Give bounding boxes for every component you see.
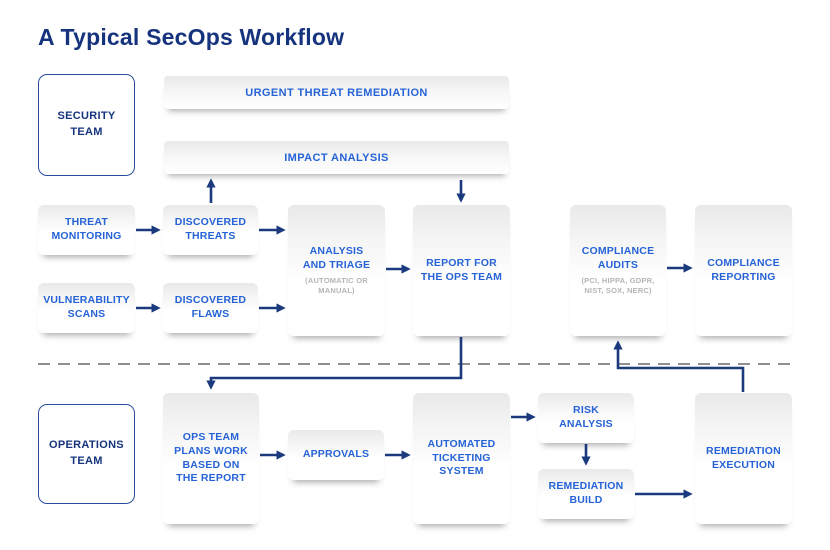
urgent-threat-remediation-bar: URGENT THREAT REMEDIATION — [164, 76, 509, 109]
node-discovered-threats: DISCOVERED THREATS — [163, 205, 258, 255]
node-compliance-audits: COMPLIANCE AUDITS (PCI, HIPPA, GDPR, NIS… — [570, 205, 666, 336]
risk-analysis-label: RISK ANALYSIS — [559, 404, 613, 430]
analysis-and-triage-label: ANALYSIS AND TRIAGE — [302, 245, 371, 271]
approvals-label: APPROVALS — [302, 448, 370, 461]
remediation-execution-label: REMEDIATION EXECUTION — [706, 444, 781, 471]
node-discovered-flaws: DISCOVERED FLAWS — [163, 283, 258, 333]
node-report-for-ops-team: REPORT FOR THE OPS TEAM — [413, 205, 510, 336]
node-remediation-execution: REMEDIATION EXECUTION — [695, 393, 792, 524]
node-approvals: APPROVALS — [288, 430, 384, 480]
node-ops-team-plans-work: OPS TEAM PLANS WORK BASED ON THE REPORT — [163, 393, 259, 524]
arrow-report-to-ops-plans — [206, 337, 463, 390]
arrow-remediation-execution-to-compliance-audits — [613, 340, 745, 392]
remediation-build-label: REMEDIATION BUILD — [548, 480, 624, 506]
compliance-audits-subtext: (PCI, HIPPA, GDPR, NIST, SOX, NERC) — [581, 275, 655, 295]
page-title: A Typical SecOps Workflow — [38, 24, 345, 50]
node-automated-ticketing-system: AUTOMATED TICKETING SYSTEM — [413, 393, 510, 524]
node-vulnerability-scans: VULNERABILITY SCANS — [38, 283, 135, 333]
node-risk-analysis: RISK ANALYSIS — [538, 393, 634, 443]
node-analysis-and-triage: ANALYSIS AND TRIAGE (AUTOMATIC OR MANUAL… — [288, 205, 385, 336]
operations-team-label: OPERATIONS TEAM — [49, 439, 124, 467]
node-remediation-build: REMEDIATION BUILD — [538, 469, 634, 519]
security-team-label: SECURITY TEAM — [57, 110, 116, 138]
report-for-ops-team-label: REPORT FOR THE OPS TEAM — [420, 256, 503, 283]
threat-monitoring-label: THREAT MONITORING — [51, 216, 122, 242]
node-threat-monitoring: THREAT MONITORING — [38, 205, 135, 255]
impact-analysis-label: IMPACT ANALYSIS — [284, 151, 389, 164]
impact-analysis-bar: IMPACT ANALYSIS — [164, 141, 509, 174]
security-team-box: SECURITY TEAM — [38, 74, 135, 176]
compliance-audits-label: COMPLIANCE AUDITS — [581, 245, 655, 271]
discovered-threats-label: DISCOVERED THREATS — [174, 216, 247, 242]
automated-ticketing-system-label: AUTOMATED TICKETING SYSTEM — [427, 437, 496, 478]
compliance-reporting-label: COMPLIANCE REPORTING — [707, 256, 780, 283]
team-lane-divider — [38, 363, 792, 365]
analysis-and-triage-subtext: (AUTOMATIC OR MANUAL) — [305, 275, 368, 295]
ops-team-plans-work-label: OPS TEAM PLANS WORK BASED ON THE REPORT — [174, 430, 248, 485]
urgent-threat-remediation-label: URGENT THREAT REMEDIATION — [245, 86, 428, 99]
operations-team-box: OPERATIONS TEAM — [38, 404, 135, 504]
discovered-flaws-label: DISCOVERED FLAWS — [174, 294, 247, 320]
node-compliance-reporting: COMPLIANCE REPORTING — [695, 205, 792, 336]
vulnerability-scans-label: VULNERABILITY SCANS — [43, 294, 130, 320]
